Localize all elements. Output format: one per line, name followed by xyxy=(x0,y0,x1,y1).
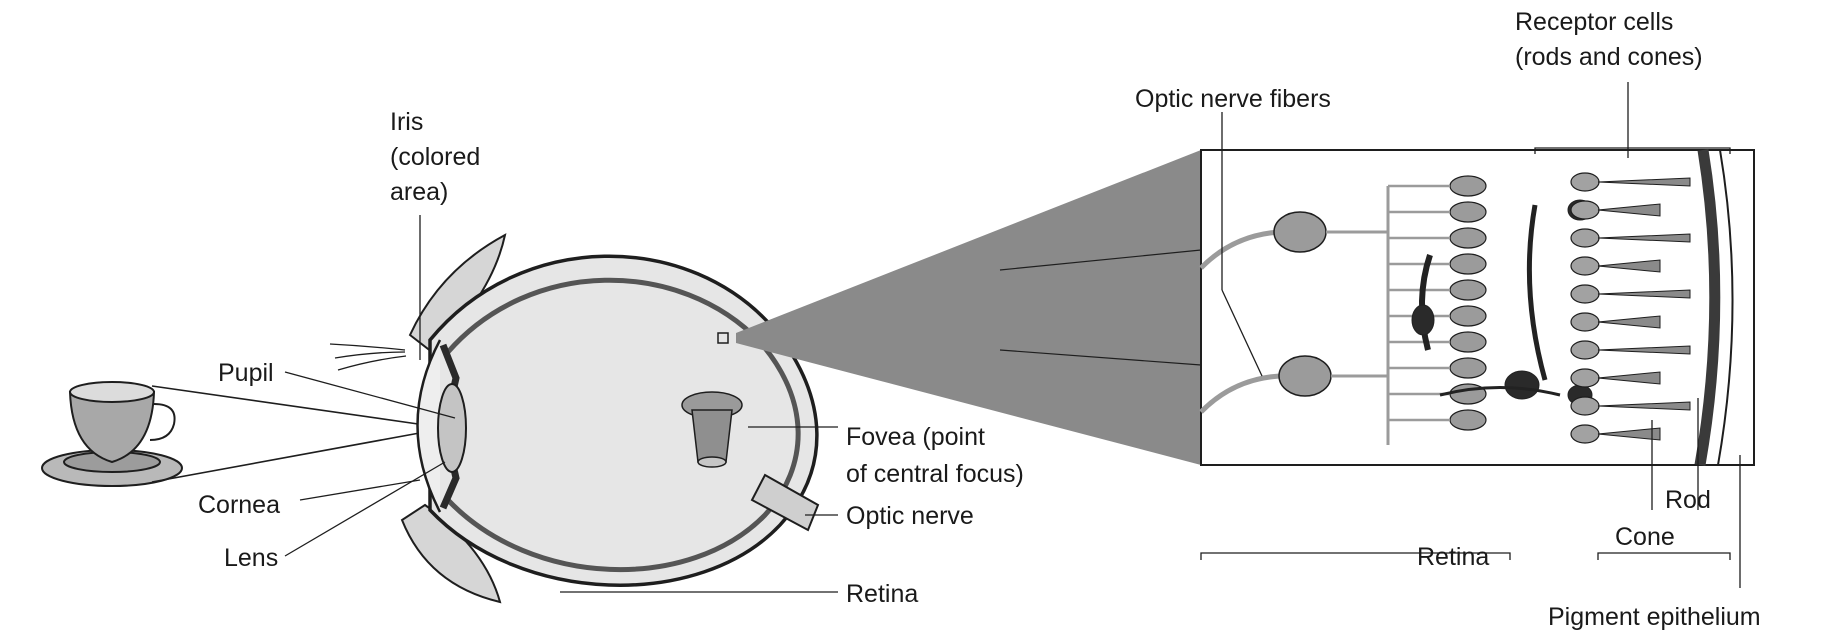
label-receptor-cells-line1: Receptor cells xyxy=(1515,8,1673,36)
label-cone: Cone xyxy=(1615,523,1675,551)
bipolar-cell xyxy=(1450,332,1486,352)
bipolar-cell xyxy=(1450,202,1486,222)
inverted-cup xyxy=(692,410,732,462)
receptor-cell-body xyxy=(1571,397,1599,415)
label-retina: Retina xyxy=(846,580,918,608)
label-iris-line1: Iris xyxy=(390,108,423,136)
bipolar-cell xyxy=(1450,358,1486,378)
ganglion-cell xyxy=(1279,356,1331,396)
receptor-cell-body xyxy=(1571,369,1599,387)
label-fovea-line1: Fovea (point xyxy=(846,423,985,451)
label-cornea: Cornea xyxy=(198,491,280,519)
label-receptor-cells-line2: (rods and cones) xyxy=(1515,43,1703,71)
label-lens: Lens xyxy=(224,544,278,572)
receptor-cell-body xyxy=(1571,425,1599,443)
label-iris-line2: (colored xyxy=(390,143,480,171)
ganglion-cell xyxy=(1274,212,1326,252)
bipolar-cell xyxy=(1450,254,1486,274)
receptor-cell-body xyxy=(1571,173,1599,191)
receptor-cell-body xyxy=(1571,257,1599,275)
bipolar-cell xyxy=(1450,228,1486,248)
lens xyxy=(438,384,466,472)
receptor-cell-body xyxy=(1571,285,1599,303)
label-rod: Rod xyxy=(1665,486,1711,514)
label-fovea-line2: of central focus) xyxy=(846,460,1024,488)
bipolar-cell xyxy=(1450,306,1486,326)
bipolar-cell xyxy=(1450,280,1486,300)
dark-cell xyxy=(1505,371,1539,399)
bipolar-cell xyxy=(1450,410,1486,430)
label-retina-detail: Retina xyxy=(1417,543,1489,571)
retina-cell-layers-icon xyxy=(1201,150,1754,465)
label-pigment-epithelium: Pigment epithelium xyxy=(1548,603,1761,631)
cup-rim xyxy=(70,382,154,402)
label-iris-line3: area) xyxy=(390,178,448,206)
inverted-cup-rim xyxy=(698,457,726,467)
receptor-cell-body xyxy=(1571,201,1599,219)
dark-cell xyxy=(1412,305,1434,335)
receptor-cell-body xyxy=(1571,341,1599,359)
label-pupil: Pupil xyxy=(218,359,274,387)
label-optic-nerve-fibers: Optic nerve fibers xyxy=(1135,85,1331,113)
bipolar-cell xyxy=(1450,176,1486,196)
receptor-cell-body xyxy=(1571,229,1599,247)
receptor-cell-body xyxy=(1571,313,1599,331)
label-optic-nerve: Optic nerve xyxy=(846,502,974,530)
